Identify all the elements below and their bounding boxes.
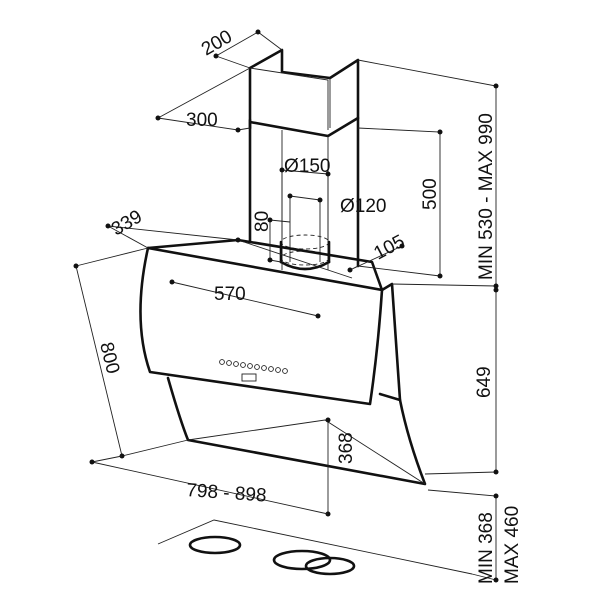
dimension-lines — [73, 29, 499, 583]
label-chimney-depth: 200 — [198, 26, 236, 60]
label-bottom-height: 368 — [336, 432, 357, 464]
label-clearance-min: MIN 368 — [476, 512, 497, 584]
label-total-height-range: MIN 530 - MAX 990 — [476, 113, 497, 280]
label-hood-height: 800 — [95, 340, 123, 376]
chimney — [248, 48, 360, 270]
label-chimney-height: 500 — [420, 178, 441, 210]
label-outlet-diameter-large: Ø150 — [284, 156, 330, 177]
label-chimney-cutout: 105 — [370, 231, 408, 264]
label-hood-depth: 339 — [108, 206, 146, 240]
label-clearance-max: MAX 460 — [502, 506, 523, 584]
cooktop — [157, 519, 473, 576]
hood-body — [139, 238, 427, 486]
control-panel — [219, 359, 288, 382]
label-outlet-height: 80 — [252, 211, 273, 232]
label-outlet-diameter-small: Ø120 — [340, 196, 386, 217]
label-width-range: 798 - 898 — [186, 480, 268, 507]
label-panel-width: 570 — [214, 284, 246, 305]
dimension-labels: 200 300 339 Ø150 Ø120 80 105 500 MIN 530… — [95, 26, 523, 584]
label-wall-height: 649 — [474, 366, 495, 398]
label-chimney-width: 300 — [186, 110, 218, 131]
